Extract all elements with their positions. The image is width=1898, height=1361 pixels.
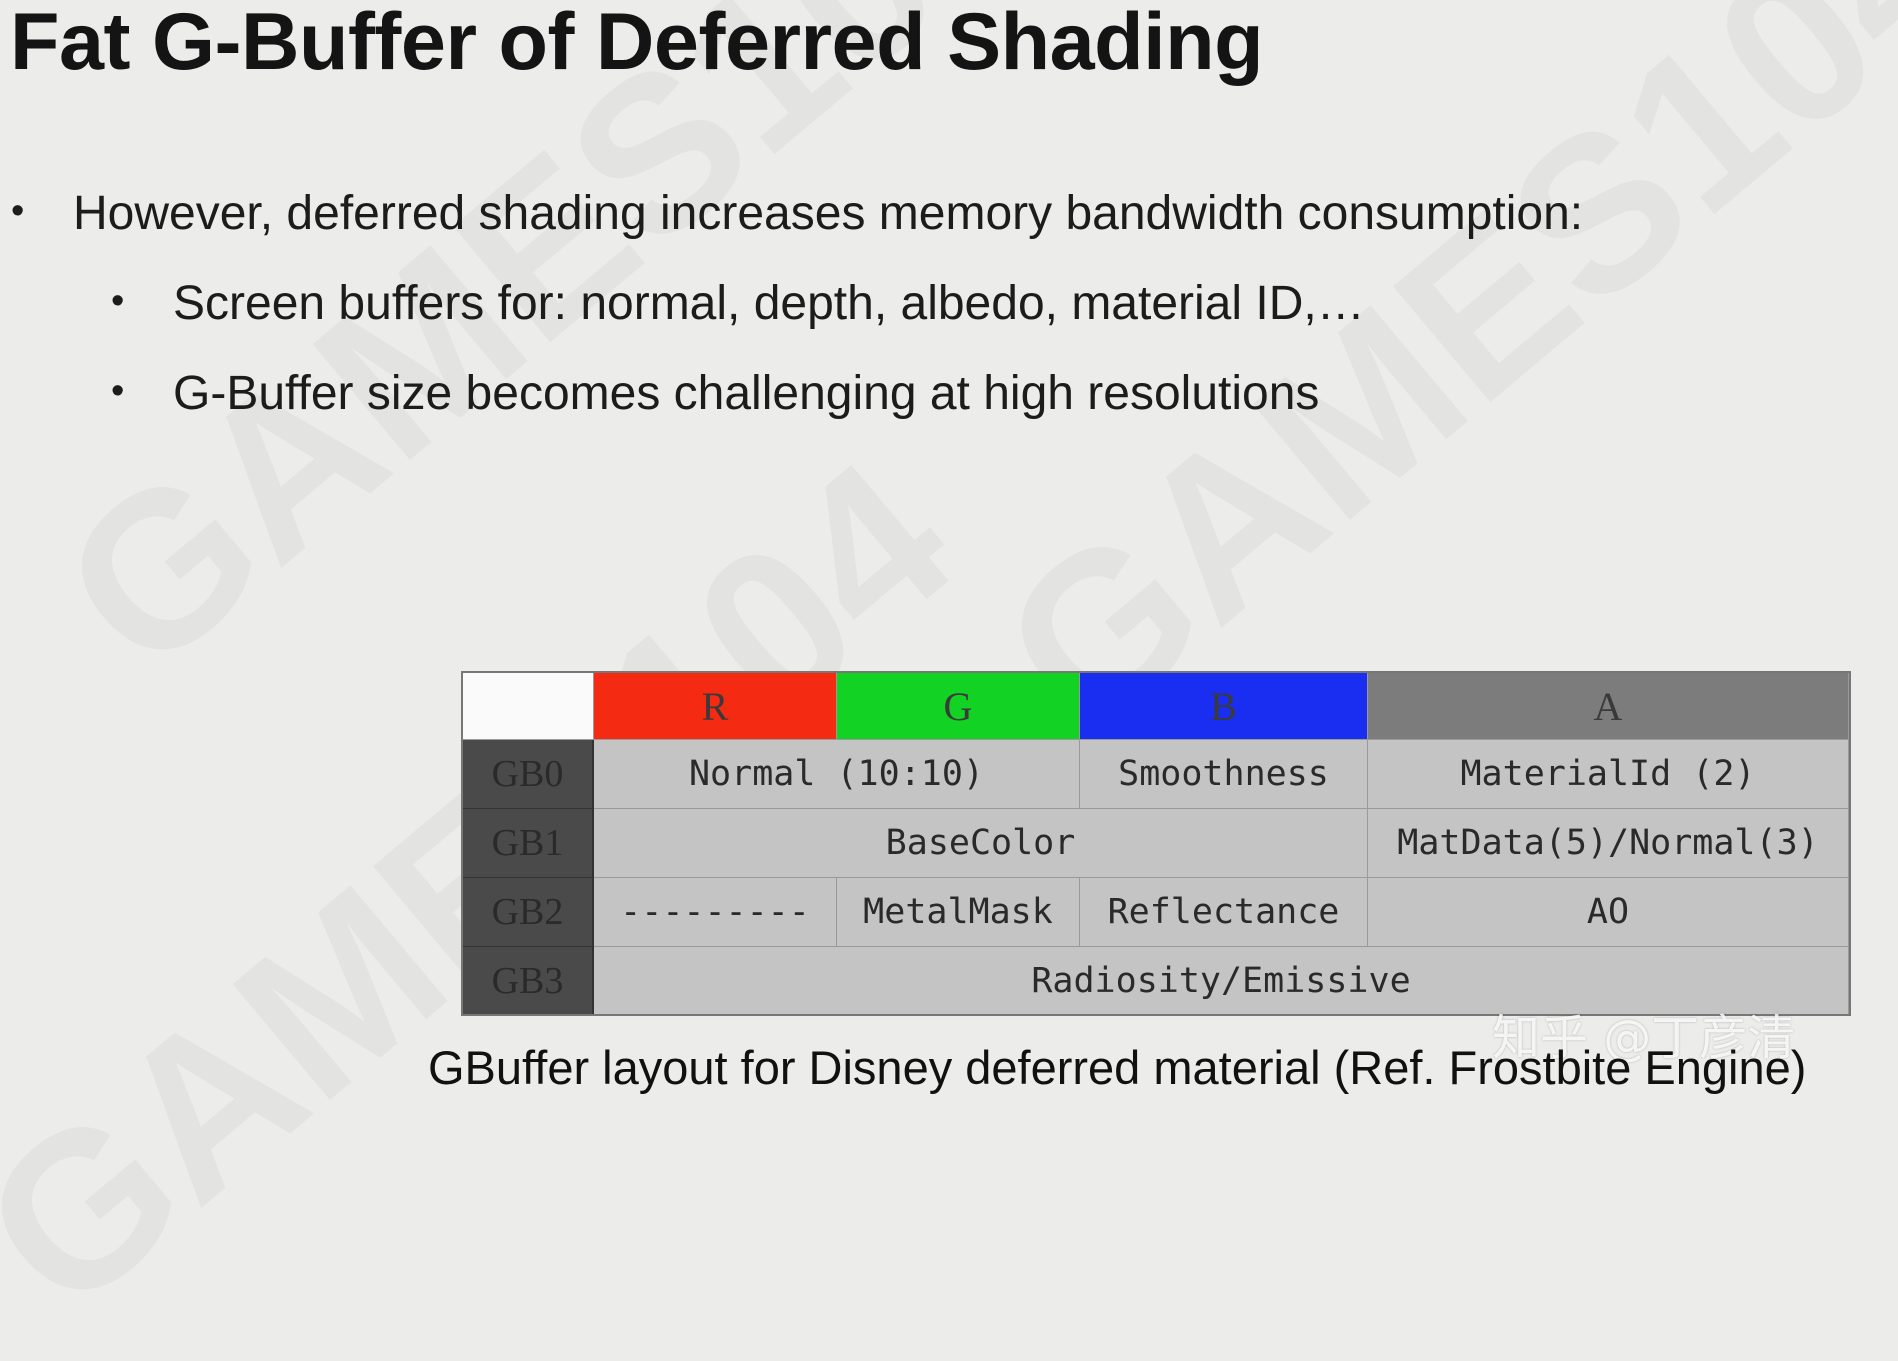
bullet-text: G-Buffer size becomes challenging at hig… [173,367,1320,420]
sub-bullet-item: • Screen buffers for: normal, depth, alb… [111,276,1365,331]
background-watermark: GAMES104 [16,0,1078,721]
header-channel-r: R [594,673,837,740]
bullet-text: Screen buffers for: normal, depth, albed… [173,277,1365,330]
gb1-a-matdata: MatData(5)/Normal(3) [1368,809,1849,878]
table-caption: GBuffer layout for Disney deferred mater… [428,1041,1807,1094]
row-label-gb1: GB1 [463,809,594,878]
bullet-text: However, deferred shading increases memo… [73,187,1584,240]
bullet-item: • However, deferred shading increases me… [11,186,1584,241]
gb0-rg-normal: Normal (10:10) [594,740,1080,809]
row-label-gb2: GB2 [463,878,594,947]
table-corner-cell [463,673,594,740]
row-label-gb0: GB0 [463,740,594,809]
gb2-r-unused: --------- [594,878,837,947]
gb0-b-smoothness: Smoothness [1080,740,1368,809]
gb2-b-reflectance: Reflectance [1080,878,1368,947]
header-channel-g: G [837,673,1080,740]
row-label-gb3: GB3 [463,947,594,1014]
gb1-rgb-basecolor: BaseColor [594,809,1368,878]
header-channel-b: B [1080,673,1368,740]
bullet-dot-icon: • [111,370,125,412]
gb0-a-materialid: MaterialId (2) [1368,740,1849,809]
header-channel-a: A [1368,673,1849,740]
slide-title: Fat G-Buffer of Deferred Shading [10,0,1264,87]
sub-bullet-item: • G-Buffer size becomes challenging at h… [111,366,1320,421]
gb3-rgba-radiosity: Radiosity/Emissive [594,947,1849,1014]
gb2-g-metalmask: MetalMask [837,878,1080,947]
bullet-dot-icon: • [111,280,125,322]
author-watermark: 知乎 @丁彦清 [1492,1010,1796,1066]
gbuffer-layout-table: R G B A GB0 Normal (10:10) Smoothness Ma… [461,671,1851,1016]
gb2-a-ao: AO [1368,878,1849,947]
bullet-dot-icon: • [11,190,25,232]
